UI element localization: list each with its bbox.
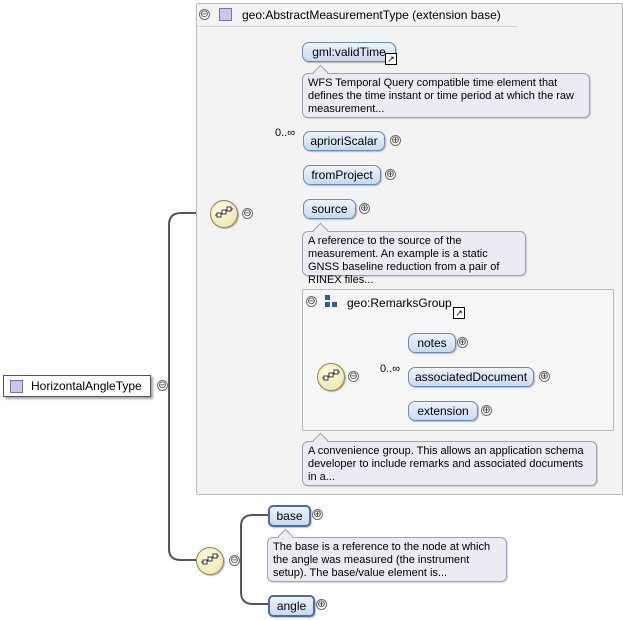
apriori-occurrence: 0..∞: [275, 127, 296, 139]
complex-type-icon: [10, 380, 23, 393]
remarks-documentation: A convenience group. This allows an appl…: [302, 432, 597, 486]
element-extension[interactable]: extension: [408, 401, 478, 421]
element-fromproject[interactable]: fromProject: [303, 165, 381, 185]
associated-occurrence: 0..∞: [380, 363, 401, 375]
expand-icon[interactable]: ⊕: [481, 405, 492, 416]
expand-icon[interactable]: ⊕: [385, 169, 396, 180]
element-angle[interactable]: angle: [268, 595, 315, 617]
reference-link-icon: ↗: [453, 307, 465, 319]
element-notes[interactable]: notes: [408, 333, 456, 353]
element-associateddocument[interactable]: associatedDocument: [408, 367, 534, 387]
root-type-label: HorizontalAngleType: [31, 379, 142, 393]
remarks-group-title: geo:RemarksGroup: [347, 296, 452, 310]
reference-link-icon: ↗: [385, 53, 397, 65]
collapse-icon[interactable]: ⊖: [199, 9, 210, 20]
base-documentation: The base is a reference to the node at w…: [267, 528, 507, 582]
element-base[interactable]: base: [268, 505, 311, 527]
sequence-compositor-icon[interactable]: [210, 200, 238, 228]
collapse-icon[interactable]: ⊖: [229, 555, 240, 566]
group-icon: [325, 295, 337, 307]
expand-icon[interactable]: ⊕: [390, 135, 401, 146]
expand-icon[interactable]: ⊕: [359, 203, 370, 214]
collapse-icon[interactable]: ⊖: [348, 371, 359, 382]
collapse-icon[interactable]: ⊖: [306, 296, 317, 307]
element-gml-validtime[interactable]: gml:validTime: [302, 42, 396, 62]
expand-icon[interactable]: ⊕: [539, 371, 550, 382]
validtime-documentation: WFS Temporal Query compatible time eleme…: [302, 64, 590, 118]
root-complex-type[interactable]: HorizontalAngleType: [3, 375, 151, 397]
expand-icon[interactable]: ⊕: [457, 337, 468, 348]
complex-type-icon: [219, 8, 232, 21]
element-aprioriscalar[interactable]: aprioriScalar: [303, 131, 385, 151]
expand-icon[interactable]: ⊕: [312, 509, 323, 520]
sequence-compositor-icon[interactable]: [317, 363, 345, 391]
expand-icon[interactable]: ⊕: [316, 599, 327, 610]
source-documentation: A reference to the source of the measure…: [302, 222, 526, 286]
sequence-compositor-icon[interactable]: [196, 547, 224, 575]
collapse-icon[interactable]: ⊖: [157, 380, 168, 391]
abstract-group-title: geo:AbstractMeasurementType (extension b…: [242, 8, 501, 22]
collapse-icon[interactable]: ⊖: [242, 208, 253, 219]
element-source[interactable]: source: [303, 199, 356, 219]
group-divider: [197, 26, 517, 27]
